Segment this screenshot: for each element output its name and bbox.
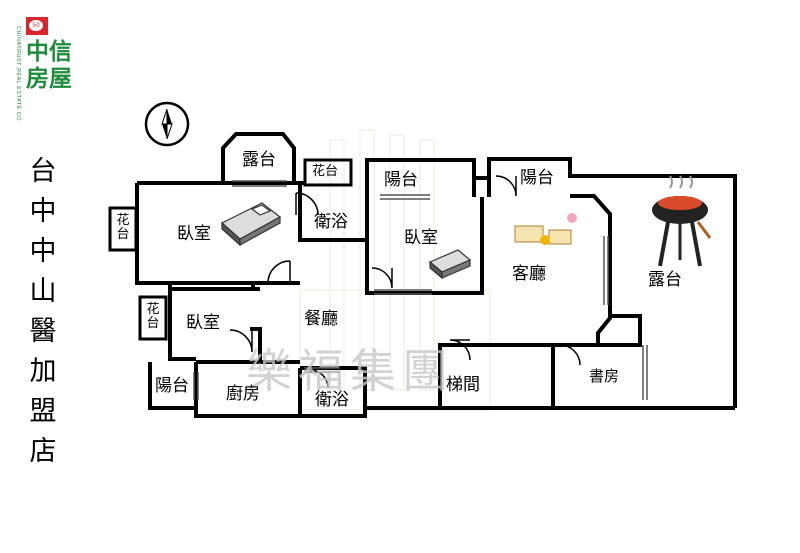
room-label-bathroom-1: 衛浴 [314, 212, 348, 232]
room-label-balcony-yang-3: 陽台 [155, 376, 189, 396]
company-logo: 50 CHINATRUST REAL ESTATE CO. 中信房屋 [6, 10, 94, 130]
logo-seal-text: 50 [29, 20, 43, 31]
watermark-text: 樂福集團 [246, 344, 454, 398]
room-label-stairwell: 梯間 [446, 375, 480, 395]
room-label-balcony-top-left: 露台 [242, 150, 276, 170]
room-label-flower-1: 花台 [116, 213, 130, 242]
doors [229, 175, 581, 389]
room-label-bedroom-2: 臥室 [404, 228, 438, 248]
windows [193, 180, 648, 400]
room-label-dining-room: 餐廳 [304, 309, 338, 329]
room-label-study: 書房 [589, 367, 620, 385]
room-label-living-room: 客廳 [512, 264, 546, 284]
logo-english-text: CHINATRUST REAL ESTATE CO. [15, 26, 21, 124]
room-label-bedroom-3: 臥室 [186, 313, 220, 333]
room-label-bathroom-2: 衛浴 [315, 390, 349, 410]
room-label-kitchen: 廚房 [226, 384, 260, 404]
bed-icon [428, 249, 472, 280]
walls [108, 132, 737, 418]
bed-icon [220, 202, 282, 247]
room-label-flower-2: 花台 [146, 302, 160, 331]
room-label-balcony-yang-2: 陽台 [520, 168, 554, 188]
room-label-bedroom-1: 臥室 [177, 224, 211, 244]
compass-icon [144, 101, 190, 147]
logo-brand-text: 中信房屋 [26, 38, 72, 92]
room-label-flower-3: 花台 [312, 164, 339, 179]
room-label-balcony-yang-1: 陽台 [384, 170, 418, 190]
store-name-vertical: 台中中山醫加盟店 [29, 156, 57, 467]
sofa-icon [514, 213, 577, 245]
room-label-terrace-right: 露台 [648, 270, 682, 290]
logo-seal: 50 [26, 17, 48, 35]
barbecue-grill-icon [652, 175, 712, 267]
